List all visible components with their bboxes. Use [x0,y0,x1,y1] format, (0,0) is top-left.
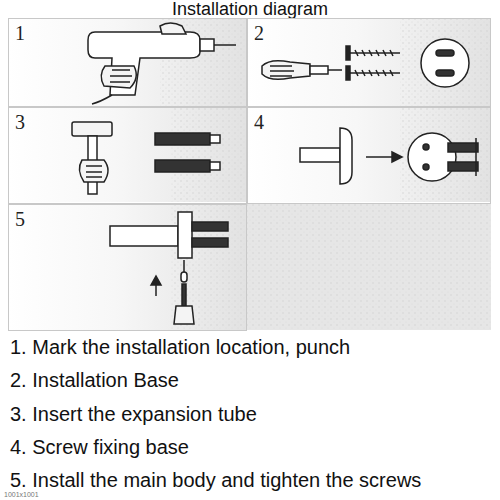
mounting-drawing-part [192,238,228,247]
diagram-title: Installation diagram [172,0,328,18]
drill-drawing-part [160,23,186,34]
screwdriver-and-screws-part [310,66,328,74]
base-drawing-part [340,128,352,184]
mounting-drawing-part [151,276,161,285]
step-number: 5 [15,208,25,230]
hammer-and-tubes-part [155,133,210,145]
instruction-line: 3. Insert the expansion tube [10,401,257,427]
mounting-drawing-part [182,284,186,306]
panel-grounds-part [170,204,246,330]
instruction-line: 4. Screw fixing base [10,434,189,460]
drill-drawing-part [110,70,132,82]
base-drawing-part [366,156,392,158]
panel-grounds-part [8,204,246,330]
step-panel: 2 [247,18,491,107]
step-panel: 5 [8,204,247,331]
mounting-drawing-part [181,272,187,282]
screwdriver-and-screws-part [436,50,454,56]
panel-grounds-part [400,18,491,106]
base-drawing-part [423,144,429,150]
step-number: 2 [254,22,264,44]
drill-drawing-part [92,95,112,104]
screwdriver-and-screws-part [328,69,342,71]
panel-grounds-part [247,108,491,202]
instruction-line: 5. Install the main body and tighten the… [10,467,421,493]
hammer-and-tubes-part [210,135,220,143]
step-number: 3 [15,111,25,133]
drill-drawing-part [88,32,200,95]
drill-drawing-part [200,39,214,51]
base-drawing-part [408,133,456,181]
mounting-drawing-part [110,226,178,246]
screwdriver-and-screws-part [355,70,393,76]
drill-drawing-part [101,66,136,88]
screwdriver-and-screws-part [421,39,469,87]
mounting-drawing-part [178,212,192,258]
size-watermark: 1001x1001 [4,491,39,499]
screwdriver-and-screws-part [270,66,294,76]
panel-grounds [8,18,491,330]
hammer-and-tubes-part [86,166,102,177]
base-drawing-part [475,138,477,176]
panel-grounds-part [170,108,246,202]
hammer-and-tubes-part [79,160,108,182]
base-drawing [300,128,478,184]
mounting-drawing-part [192,222,228,231]
step-number: 1 [15,22,25,44]
hammer-and-tubes [72,122,220,194]
drill-drawing-part [214,44,236,46]
screwdriver-and-screws-part [355,50,393,56]
mounting-drawing [110,212,228,324]
panel-grounds-part [8,18,246,106]
base-drawing-part [448,143,478,152]
hammer-and-tubes-part [155,160,210,172]
base-drawing-part [392,152,402,162]
screwdriver-and-screws [262,39,469,87]
mounting-drawing-part [183,260,185,272]
step-panel: 3 [8,107,247,204]
base-drawing-part [423,164,429,170]
panel-grounds-part [247,204,491,330]
hammer-and-tubes-part [210,162,220,170]
mounting-drawing-part [174,306,194,324]
instruction-line: 2. Installation Base [10,367,179,393]
panel-grounds-part [8,108,246,202]
panel-grounds-part [160,18,246,106]
panel-grounds-part [247,18,491,106]
base-drawing-part [300,148,340,162]
panel-grounds-part [400,108,491,202]
screwdriver-and-screws-part [262,61,310,80]
base-drawing-part [448,162,478,171]
panel-grounds-part [247,204,491,330]
hammer-and-tubes-part [72,122,112,136]
screwdriver-and-screws-part [436,70,454,76]
screwdriver-and-screws-part [346,46,350,60]
step-panel: 1 [8,18,247,107]
instruction-line: 1. Mark the installation location, punch [10,334,350,360]
step-panel: 4 [247,107,491,204]
drill-drawing [88,23,236,104]
screwdriver-and-screws-part [346,66,350,80]
step-number: 4 [254,111,264,133]
